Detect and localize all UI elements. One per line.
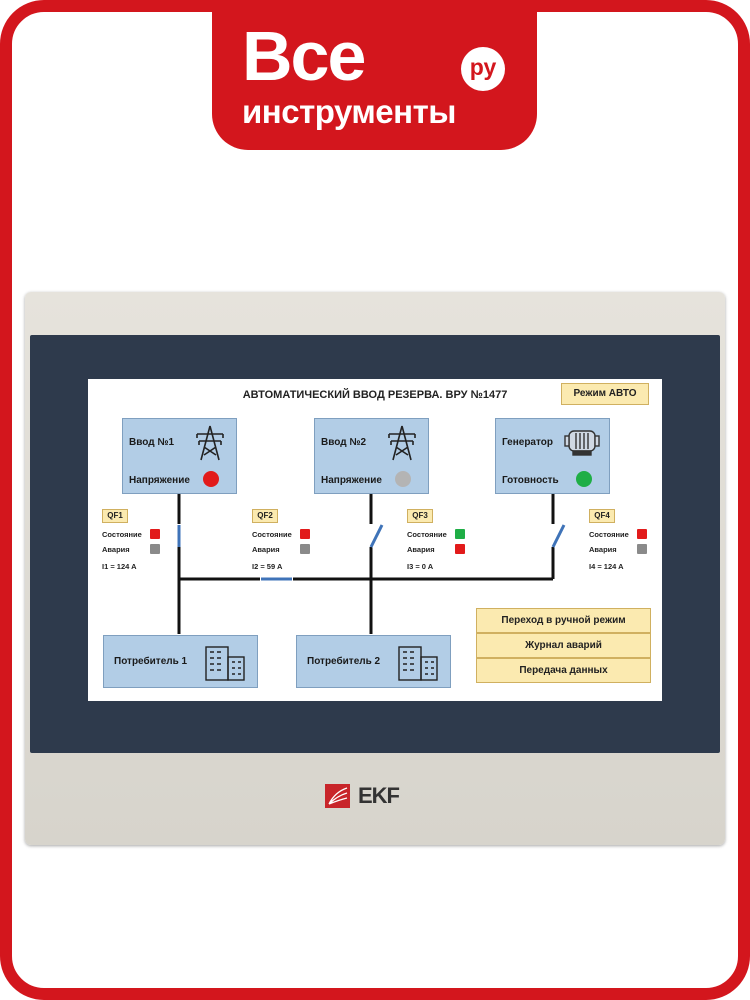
qf1-alarm-indicator xyxy=(150,544,160,554)
qf4-breaker-symbol xyxy=(551,524,566,548)
qf1-current: I1 = 124 A xyxy=(102,562,137,571)
qf2-label: QF2 xyxy=(252,509,278,523)
manual-mode-button[interactable]: Переход в ручной режим xyxy=(476,608,651,633)
qf3-alarm-indicator xyxy=(455,544,465,554)
generator-ready-led xyxy=(576,471,592,487)
qf1-state-label: Состояние xyxy=(102,530,142,539)
hmi-screen: АВТОМАТИЧЕСКИЙ ВВОД РЕЗЕРВА. ВРУ №1477 Р… xyxy=(88,379,662,701)
source-input-1[interactable]: Ввод №1 Напряжение xyxy=(122,418,237,494)
consumer-1[interactable]: Потребитель 1 xyxy=(103,635,258,688)
qf1-label: QF1 xyxy=(102,509,128,523)
source-1-name: Ввод №1 xyxy=(129,437,175,448)
mode-auto-button[interactable]: Режим АВТО xyxy=(561,383,649,405)
source-1-status-label: Напряжение xyxy=(129,475,190,486)
qf4-alarm-indicator xyxy=(637,544,647,554)
consumer-2[interactable]: Потребитель 2 xyxy=(296,635,451,688)
generator-source[interactable]: Генератор Готовность xyxy=(495,418,610,494)
qf4-state-indicator xyxy=(637,529,647,539)
qf4-label: QF4 xyxy=(589,509,615,523)
hmi-bezel: АВТОМАТИЧЕСКИЙ ВВОД РЕЗЕРВА. ВРУ №1477 Р… xyxy=(30,335,720,753)
consumer-1-name: Потребитель 1 xyxy=(114,656,188,667)
generator-icon xyxy=(564,430,600,456)
ekf-logo-text: EKF xyxy=(358,783,400,808)
qf2-state-indicator xyxy=(300,529,310,539)
building-icon xyxy=(398,646,438,681)
building-icon xyxy=(205,646,245,681)
power-tower-icon xyxy=(196,425,224,461)
generator-status-label: Готовность xyxy=(502,475,559,486)
qf2-alarm-label: Авария xyxy=(252,545,280,554)
generator-name: Генератор xyxy=(502,437,553,448)
qf1-alarm-label: Авария xyxy=(102,545,130,554)
hmi-panel-device: АВТОМАТИЧЕСКИЙ ВВОД РЕЗЕРВА. ВРУ №1477 Р… xyxy=(25,292,725,845)
qf3-label: QF3 xyxy=(407,509,433,523)
qf3-breaker-symbol xyxy=(369,524,384,548)
source-2-voltage-led xyxy=(395,471,411,487)
source-input-2[interactable]: Ввод №2 Напряжение xyxy=(314,418,429,494)
store-logo-line1: Все xyxy=(242,17,366,95)
alarm-log-button[interactable]: Журнал аварий xyxy=(476,633,651,658)
qf4-state-label: Состояние xyxy=(589,530,629,539)
qf3-state-label: Состояние xyxy=(407,530,447,539)
qf2-alarm-indicator xyxy=(300,544,310,554)
source-1-voltage-led xyxy=(203,471,219,487)
store-logo-line2: инструменты xyxy=(242,93,456,130)
power-tower-icon xyxy=(388,425,416,461)
qf2-current: I2 = 59 A xyxy=(252,562,283,571)
single-line-diagram xyxy=(177,494,566,634)
source-2-name: Ввод №2 xyxy=(321,437,367,448)
data-transfer-button[interactable]: Передача данных xyxy=(476,658,651,683)
consumer-2-name: Потребитель 2 xyxy=(307,656,381,667)
screen-title: АВТОМАТИЧЕСКИЙ ВВОД РЕЗЕРВА. ВРУ №1477 xyxy=(242,389,508,401)
qf3-current: I3 = 0 A xyxy=(407,562,434,571)
qf4-alarm-label: Авария xyxy=(589,545,617,554)
source-2-status-label: Напряжение xyxy=(321,475,382,486)
qf3-state-indicator xyxy=(455,529,465,539)
store-logo-badge: ру xyxy=(461,47,505,91)
store-logo[interactable]: Все ру инструменты xyxy=(212,0,537,150)
qf3-alarm-label: Авария xyxy=(407,545,435,554)
qf2-state-label: Состояние xyxy=(252,530,292,539)
ekf-logo-mark-icon xyxy=(325,784,350,808)
qf1-state-indicator xyxy=(150,529,160,539)
qf4-current: I4 = 124 A xyxy=(589,562,624,571)
